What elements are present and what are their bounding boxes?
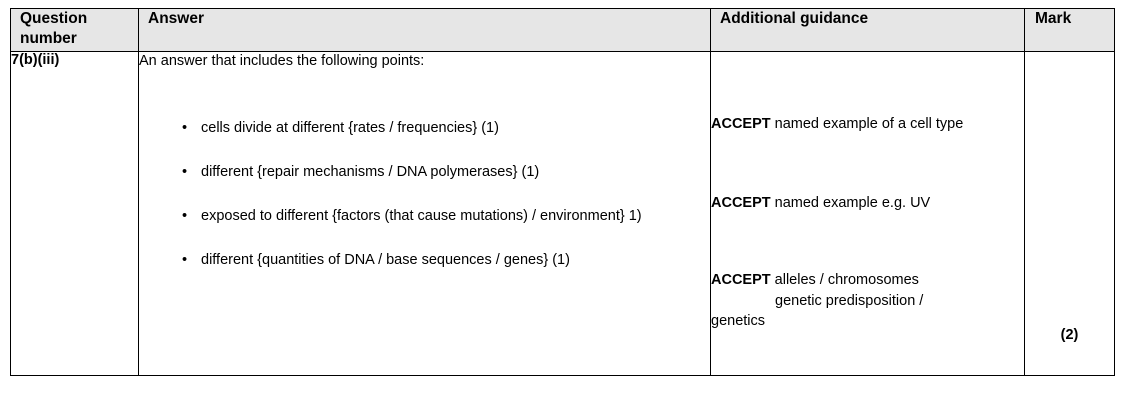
guidance-keyword: ACCEPT [711, 116, 771, 132]
guidance-text: alleles / chromosomes [770, 272, 919, 289]
answer-intro-text: An answer that includes the following po… [139, 53, 425, 69]
guidance-keyword: ACCEPT [711, 272, 771, 289]
bullet-icon: • [182, 251, 188, 268]
column-header-question-number: Question number [10, 8, 139, 52]
column-header-additional-guidance: Additional guidance [710, 8, 1025, 52]
list-item-text: cells divide at different {rates / frequ… [201, 119, 499, 136]
list-item: • cells divide at different {rates / fre… [139, 118, 710, 139]
guidance-text: named example of a cell type [770, 116, 964, 132]
list-item-text: exposed to different {factors (that caus… [201, 207, 642, 224]
guidance-note: ACCEPT named example e.g. UV [711, 193, 1024, 214]
list-item: • exposed to different {factors (that ca… [139, 206, 710, 227]
guidance-text-tail: genetics [711, 313, 766, 330]
guidance-keyword: ACCEPT [711, 194, 771, 211]
guidance-note: ACCEPT named example of a cell type [711, 114, 1024, 135]
cell-answer: An answer that includes the following po… [138, 51, 711, 376]
mark-scheme-table: Question number Answer Additional guidan… [10, 8, 1115, 376]
guidance-text: named example e.g. UV [770, 194, 931, 211]
bullet-icon: • [182, 119, 188, 136]
table-row: 7(b)(iii) An answer that includes the fo… [10, 51, 1115, 376]
bullet-icon: • [182, 207, 188, 224]
bullet-icon: • [182, 163, 188, 180]
answer-bullet-list: • cells divide at different {rates / fre… [139, 118, 710, 271]
column-header-mark: Mark [1024, 8, 1115, 52]
list-item-text: different {repair mechanisms / DNA polym… [201, 163, 540, 180]
list-item: • different {repair mechanisms / DNA pol… [139, 162, 710, 183]
column-header-answer: Answer [138, 8, 711, 52]
guidance-text-indented: genetic predisposition / [775, 292, 924, 309]
cell-additional-guidance: ACCEPT named example of a cell type ACCE… [710, 51, 1025, 376]
list-item: • different {quantities of DNA / base se… [139, 250, 710, 271]
list-item-text: different {quantities of DNA / base sequ… [201, 251, 570, 268]
guidance-note: ACCEPT alleles / chromosomes genetic pre… [711, 270, 1024, 332]
cell-question-number: 7(b)(iii) [10, 51, 139, 376]
cell-mark: (2) [1024, 51, 1115, 376]
mark-value: (2) [1060, 327, 1079, 343]
table-header-row: Question number Answer Additional guidan… [10, 8, 1115, 52]
